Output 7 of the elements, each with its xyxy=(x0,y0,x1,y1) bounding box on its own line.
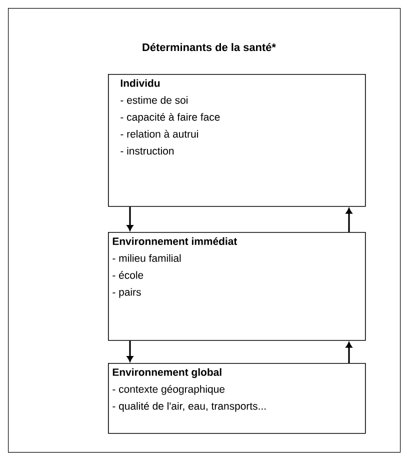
arrow xyxy=(346,208,352,232)
arrow xyxy=(126,340,134,362)
text-box: Environnement immédiat - milieu familial - école - pairs xyxy=(108,232,366,341)
text-box: Environnement global - contexte géographique - qualité de l'air, eau, transports... xyxy=(108,363,366,434)
text-box: Individu - estime de soi - capacité à faire face - relation à autrui - instruction xyxy=(108,74,366,207)
arrow xyxy=(126,206,134,231)
arrow xyxy=(346,342,352,363)
